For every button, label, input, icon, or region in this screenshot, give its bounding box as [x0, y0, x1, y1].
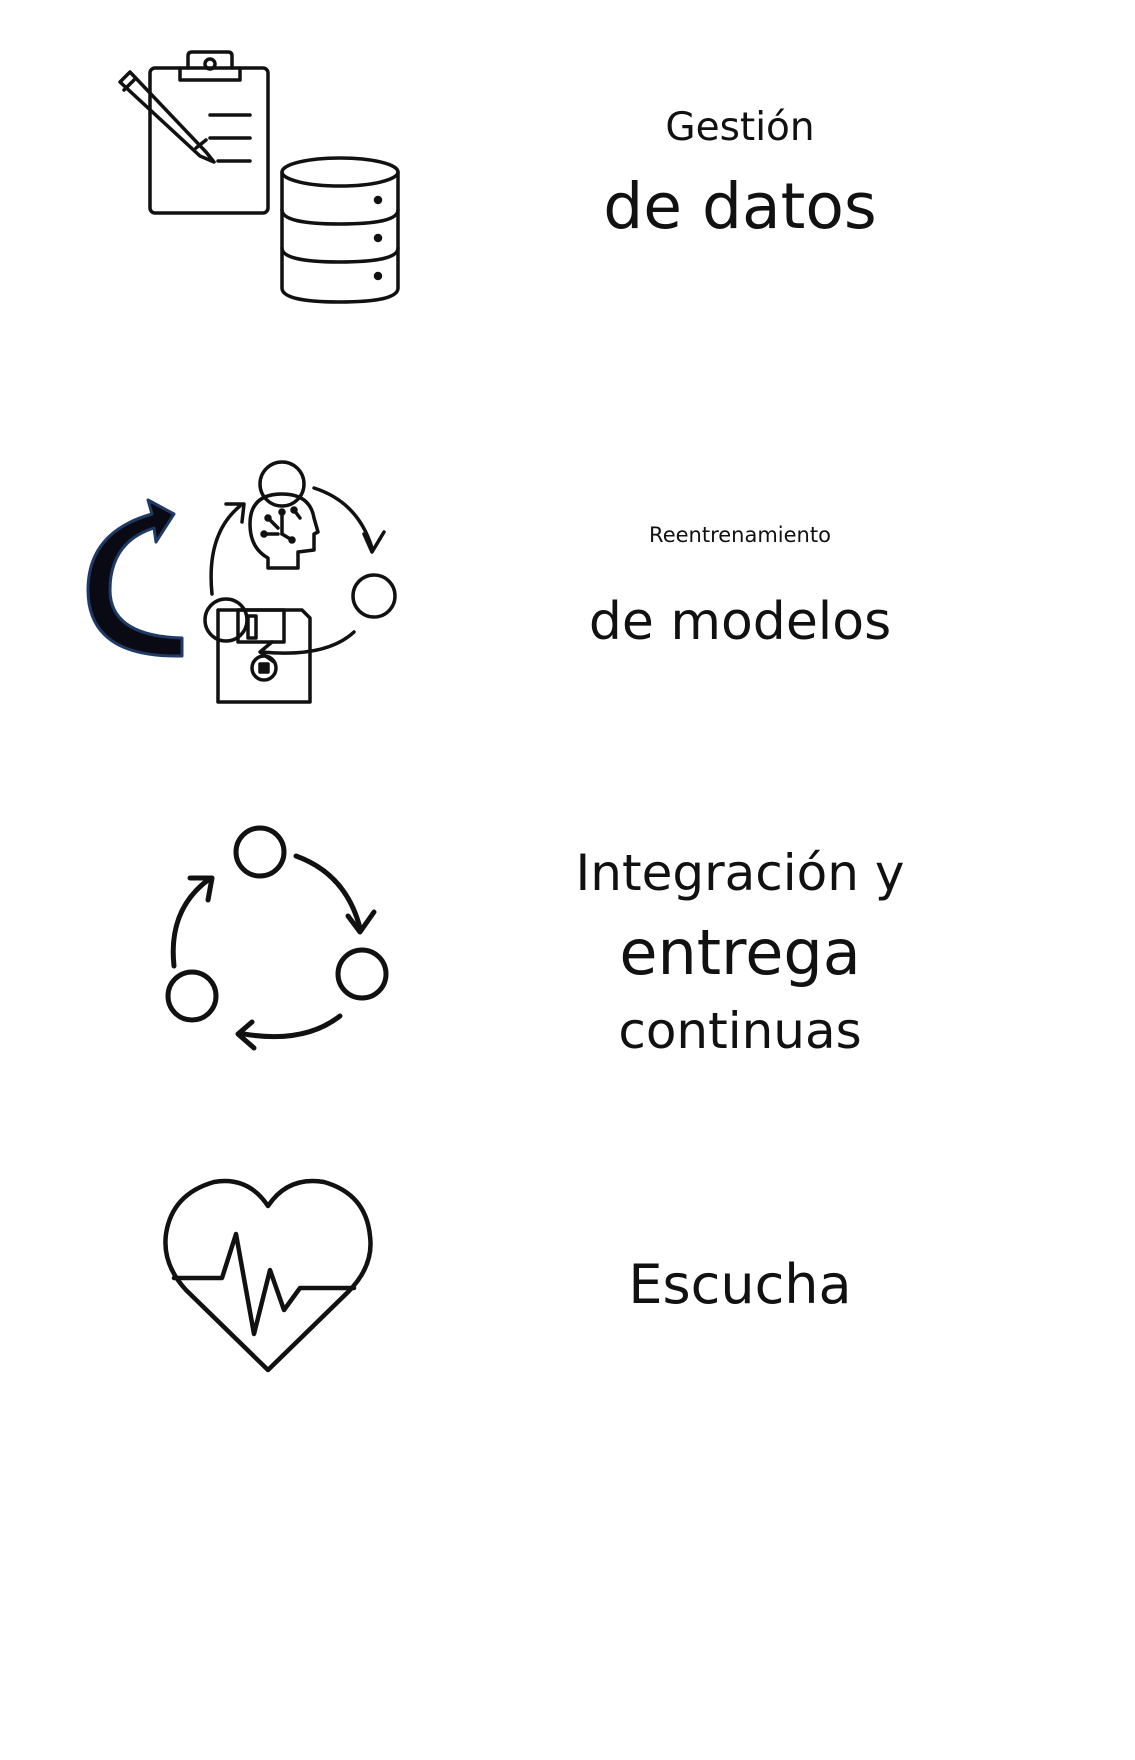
heart-pulse-icon	[160, 1170, 380, 1380]
section-continuous-integration: Integración y entrega continuas	[0, 780, 1135, 1120]
section-label: Reentrenamiento de modelos	[520, 523, 960, 652]
label-line: de modelos	[588, 592, 892, 652]
section-monitoring: Escucha	[0, 1120, 1135, 1420]
label-line: Gestión	[665, 105, 815, 150]
cycle-arrows-icon	[160, 820, 400, 1060]
label-line: de datos	[603, 170, 877, 243]
label-line: Escucha	[628, 1253, 852, 1316]
label-line: continuas	[618, 1002, 862, 1060]
section-label: Escucha	[520, 1258, 960, 1312]
label-line: Integración y	[575, 844, 905, 902]
section-label: Gestión de datos	[520, 108, 960, 238]
label-line: Reentrenamiento	[649, 523, 831, 547]
section-model-retraining: Reentrenamiento de modelos	[0, 360, 1135, 780]
label-line: entrega	[619, 916, 861, 989]
clipboard-database-icon	[118, 50, 418, 330]
model-retraining-icon	[82, 410, 402, 710]
section-data-management: Gestión de datos	[0, 0, 1135, 360]
section-label: Integración y entrega continuas	[520, 848, 960, 1056]
